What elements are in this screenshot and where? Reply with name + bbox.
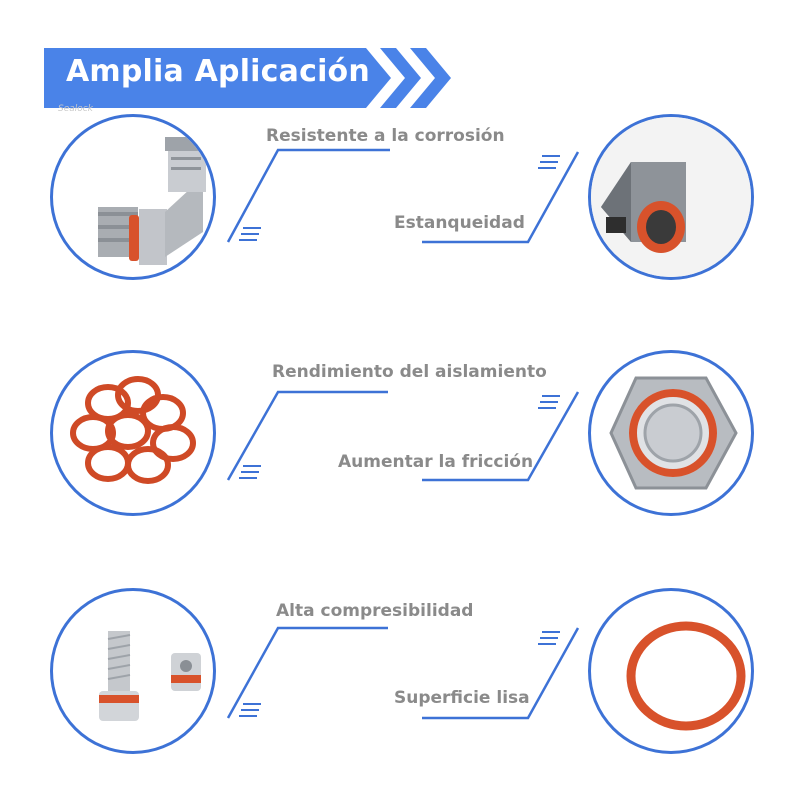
- elbow-fitting-icon: [98, 137, 209, 265]
- feature-label-compressibility: Alta compresibilidad: [276, 601, 474, 621]
- feature-label-friction: Aumentar la fricción: [338, 452, 534, 472]
- metal-tube-oring-icon: [591, 117, 751, 277]
- feature-label-corrosion: Resistente a la corrosión: [266, 126, 505, 146]
- watermark-logo: Sealock: [58, 104, 93, 114]
- connector-line-4: [422, 391, 580, 482]
- circle-image-screw: [50, 588, 216, 754]
- hex-nut-oring-icon: [609, 376, 738, 490]
- connector-line-1: [226, 148, 390, 243]
- circle-image-orings-pile: [50, 350, 216, 516]
- feature-label-sealing: Estanqueidad: [394, 213, 525, 233]
- page-title: Amplia Aplicación: [66, 54, 370, 89]
- header-banner: Amplia Aplicación: [44, 48, 454, 108]
- connector-line-6: [422, 627, 580, 720]
- circle-image-elbow-fitting: [50, 114, 216, 280]
- circle-image-tube-oring: [588, 114, 754, 280]
- feature-label-smooth: Superficie lisa: [394, 688, 530, 708]
- feature-label-insulation: Rendimiento del aislamiento: [272, 362, 547, 382]
- dash-marks: [239, 155, 560, 717]
- screw-oring-icon: [99, 631, 201, 721]
- orings-pile-icon: [70, 376, 196, 484]
- circle-image-single-oring: [588, 588, 754, 754]
- circle-image-hex-nut: [588, 350, 754, 516]
- single-oring-icon: [626, 621, 746, 731]
- banner-shape: [44, 48, 451, 108]
- connector-line-3: [226, 390, 388, 481]
- connector-line-5: [226, 626, 388, 719]
- connector-line-2: [422, 151, 580, 244]
